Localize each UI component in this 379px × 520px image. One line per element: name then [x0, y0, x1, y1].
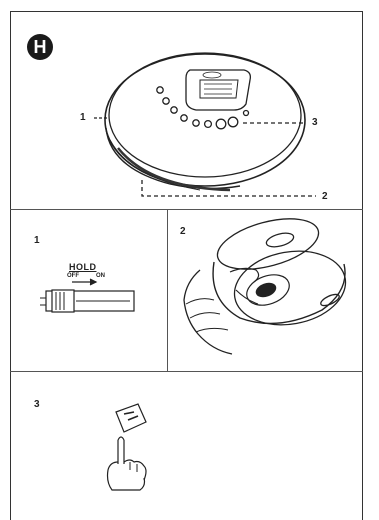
cd-player-illustration [105, 53, 305, 190]
hold-switch-off-label: OFF [67, 273, 79, 279]
press-button-illustration [108, 404, 147, 490]
callout-1: 1 [80, 113, 86, 123]
callout-2: 2 [322, 192, 328, 202]
step-3-number: 3 [34, 400, 40, 410]
disc-insert-illustration [184, 209, 351, 354]
hold-switch-illustration [40, 279, 134, 312]
callout-3: 3 [312, 118, 318, 128]
step-2-number: 2 [180, 227, 186, 237]
hold-switch-on-label: ON [96, 273, 105, 279]
hold-switch-title: HOLD [69, 262, 97, 272]
step-1-number: 1 [34, 236, 40, 246]
